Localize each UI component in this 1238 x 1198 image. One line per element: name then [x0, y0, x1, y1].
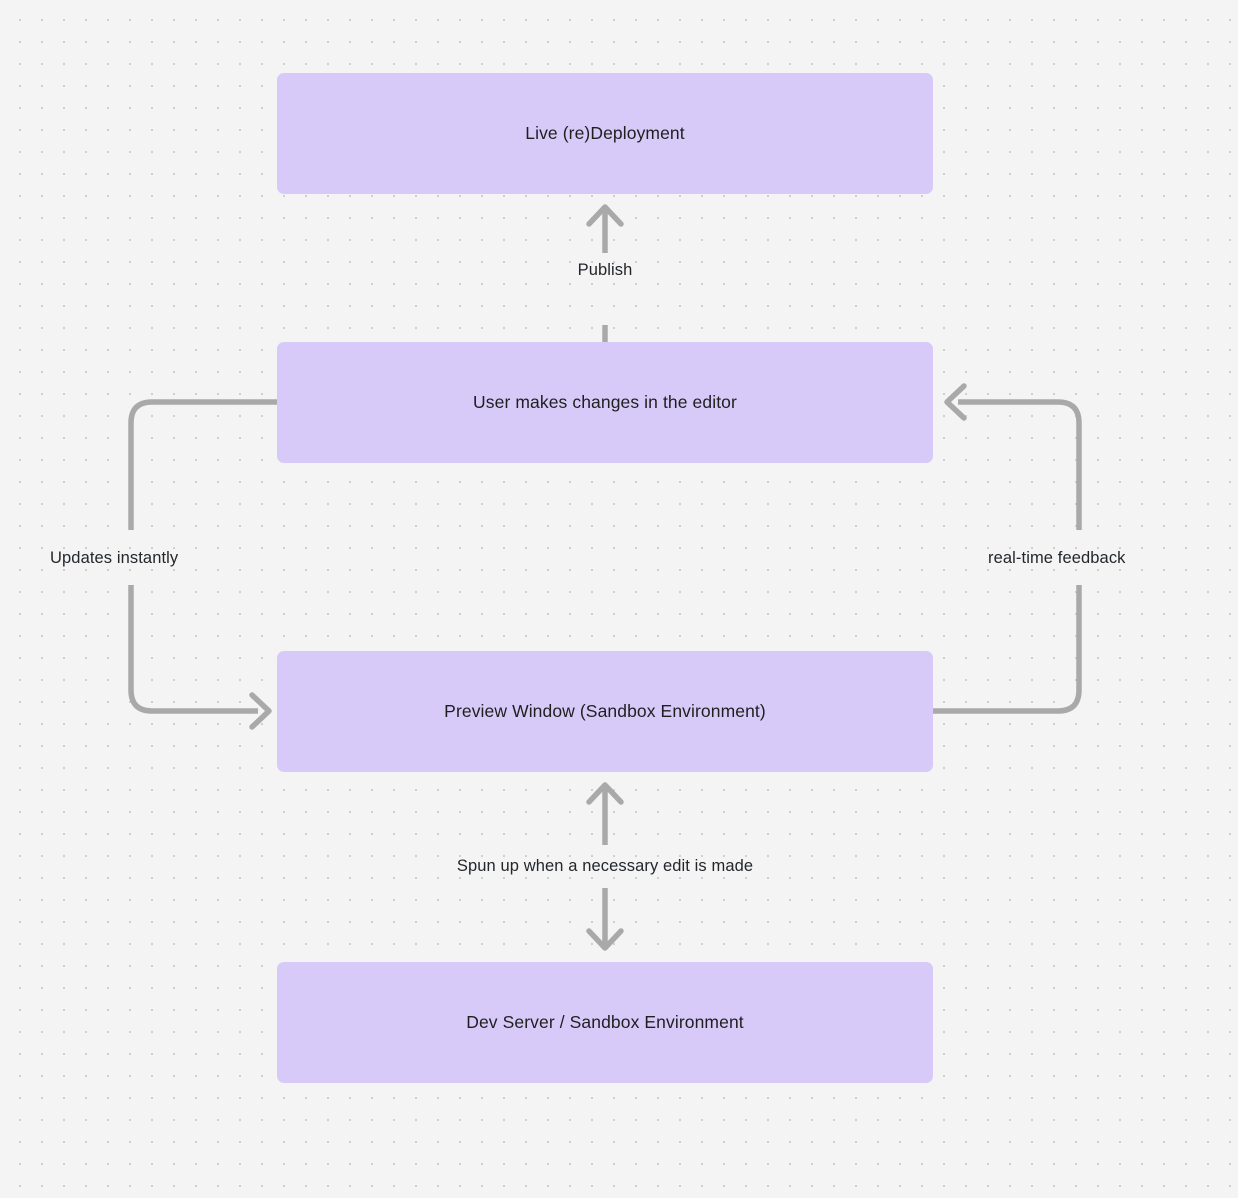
edge-label-real-time-feedback: real-time feedback — [988, 549, 1126, 567]
node-dev-server[interactable]: Dev Server / Sandbox Environment — [277, 962, 933, 1083]
node-dev-server-label: Dev Server / Sandbox Environment — [466, 1012, 744, 1033]
edge-label-publish: Publish — [577, 260, 633, 279]
node-user-edits-label: User makes changes in the editor — [473, 392, 737, 413]
node-user-edits[interactable]: User makes changes in the editor — [277, 342, 933, 463]
edge-label-updates-instantly: Updates instantly — [50, 549, 179, 567]
node-live-deployment[interactable]: Live (re)Deployment — [277, 73, 933, 194]
edge-label-spun-up: Spun up when a necessary edit is made — [456, 856, 754, 875]
node-preview-window-label: Preview Window (Sandbox Environment) — [444, 701, 766, 722]
node-live-deployment-label: Live (re)Deployment — [525, 123, 685, 144]
node-preview-window[interactable]: Preview Window (Sandbox Environment) — [277, 651, 933, 772]
